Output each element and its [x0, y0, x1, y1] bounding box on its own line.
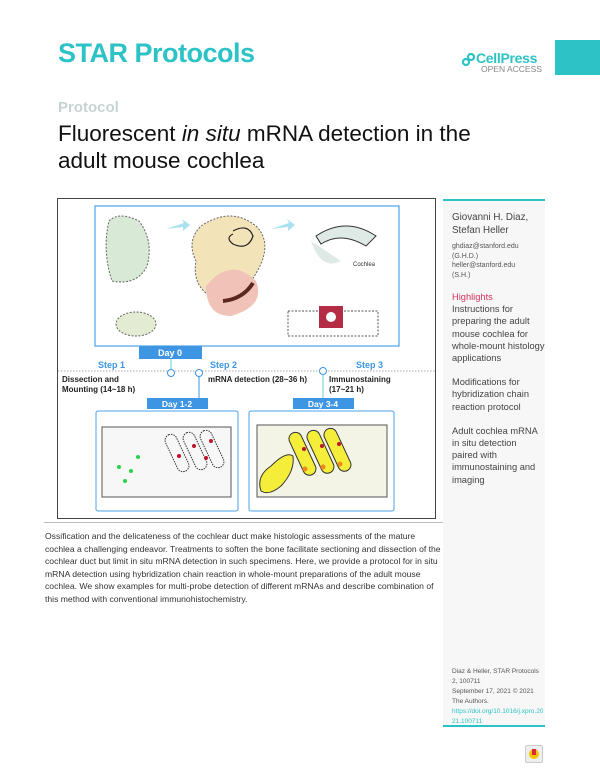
article-title: Fluorescent in situ mRNA detection in th… [58, 121, 471, 173]
step-1-desc: Dissection and [62, 375, 119, 384]
email-tag: (G.H.D.) [452, 252, 479, 260]
header-accent-block [555, 40, 600, 75]
day-3-4-label: Day 3-4 [308, 399, 339, 409]
email-tag: (S.H.) [452, 271, 471, 279]
authors: Giovanni H. Diaz, Stefan Heller [452, 212, 529, 236]
highlight-item: Adult cochlea mRNA in situ detection pai… [452, 425, 538, 485]
citation: Diaz & Heller, STAR Protocols 2, 100711 … [452, 667, 544, 727]
abstract: Ossification and the delicateness of the… [45, 531, 441, 604]
journal-name: STAR Protocols [58, 38, 255, 68]
figure-label-cochlea: Cochlea [353, 262, 376, 268]
open-access-label: OPEN ACCESS [481, 64, 542, 74]
step-3-duration: (17~21 h) [329, 385, 364, 394]
inner-ear-illustration [105, 215, 150, 283]
timeline-node [319, 367, 327, 375]
step-3-desc: Immunostaining [329, 375, 391, 384]
sidebar: Giovanni H. Diaz, Stefan Heller ghdiaz@s… [443, 199, 545, 727]
cellpress-icon [462, 53, 475, 66]
day-1-2-tab [147, 398, 208, 409]
check-for-updates-badge[interactable] [525, 745, 543, 763]
highlight-item: Instructions for preparing the adult mou… [452, 304, 545, 364]
step-1-label: Step 1 [98, 360, 125, 370]
mouse-illustration [115, 311, 157, 337]
article-type: Protocol [58, 99, 119, 116]
day-0-label: Day 0 [158, 348, 182, 358]
copyright-text: September 17, 2021 © 2021 The Authors. [452, 688, 534, 705]
timeline-node [195, 369, 203, 377]
citation-text: Diaz & Heller, STAR Protocols 2, 100711 [452, 668, 539, 685]
graphical-abstract: Cochlea Day 0 Step 1 Step 2 Step 3 Disse… [57, 198, 436, 519]
day-3-4-tab [293, 398, 354, 409]
cochlear-duct-illustration [315, 225, 377, 247]
highlight-item: Modifications for hybridization chain re… [452, 377, 530, 412]
divider [44, 522, 443, 523]
publisher-name: CellPress [476, 50, 538, 66]
highlights-heading: Highlights [452, 292, 493, 302]
email-link[interactable]: heller@stanford.edu [452, 262, 516, 269]
email-link[interactable]: ghdiaz@stanford.edu [452, 243, 519, 250]
timeline-node [167, 369, 175, 377]
step-2-label: Step 2 [210, 360, 237, 370]
step-2-desc: mRNA detection (28~36 h) [208, 375, 307, 384]
doi-link[interactable]: https://doi.org/10.1016/j.xpro.2021.1007… [452, 708, 544, 725]
step-3-label: Step 3 [356, 360, 383, 370]
day-1-2-label: Day 1-2 [162, 399, 193, 409]
cellpress-logo: CellPress OPEN ACCESS [462, 50, 547, 74]
step-1-duration: Mounting (14~18 h) [62, 385, 135, 394]
day-0-tab [139, 346, 202, 359]
